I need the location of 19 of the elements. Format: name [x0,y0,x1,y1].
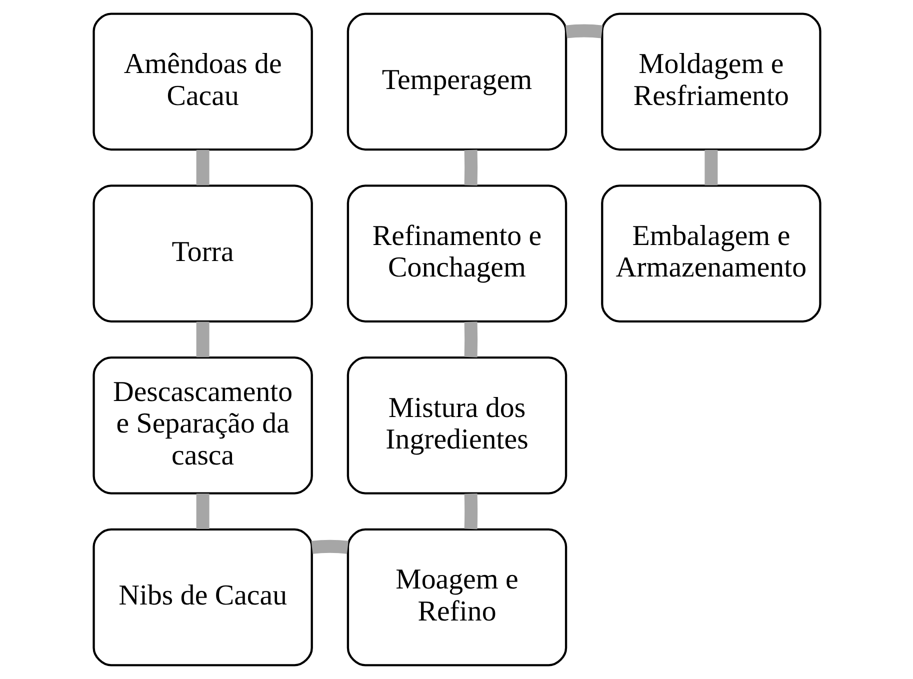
connector [464,150,478,186]
connector [196,322,209,358]
node-box: Nibs de Cacau [92,528,312,666]
node-box: Embalagem e Armazenamento [600,184,821,323]
node-box: Moldagem e Resfriamento [600,12,821,151]
connector [196,494,209,529]
node-box: Temperagem [346,12,567,151]
connector [196,150,209,186]
node-box: Amêndoas de Cacau [92,12,312,151]
node-box: Mistura dos Ingredientes [346,356,567,494]
node-box: Torra [92,184,312,323]
connector [565,24,602,38]
connector [310,540,348,554]
node-box: Moagem e Refino [346,528,567,666]
node-box: Descascamento e Separação da casca [92,356,312,494]
connector [704,150,718,186]
node-box: Refinamento e Conchagem [346,184,567,323]
connector [464,493,478,530]
connector [464,322,478,358]
